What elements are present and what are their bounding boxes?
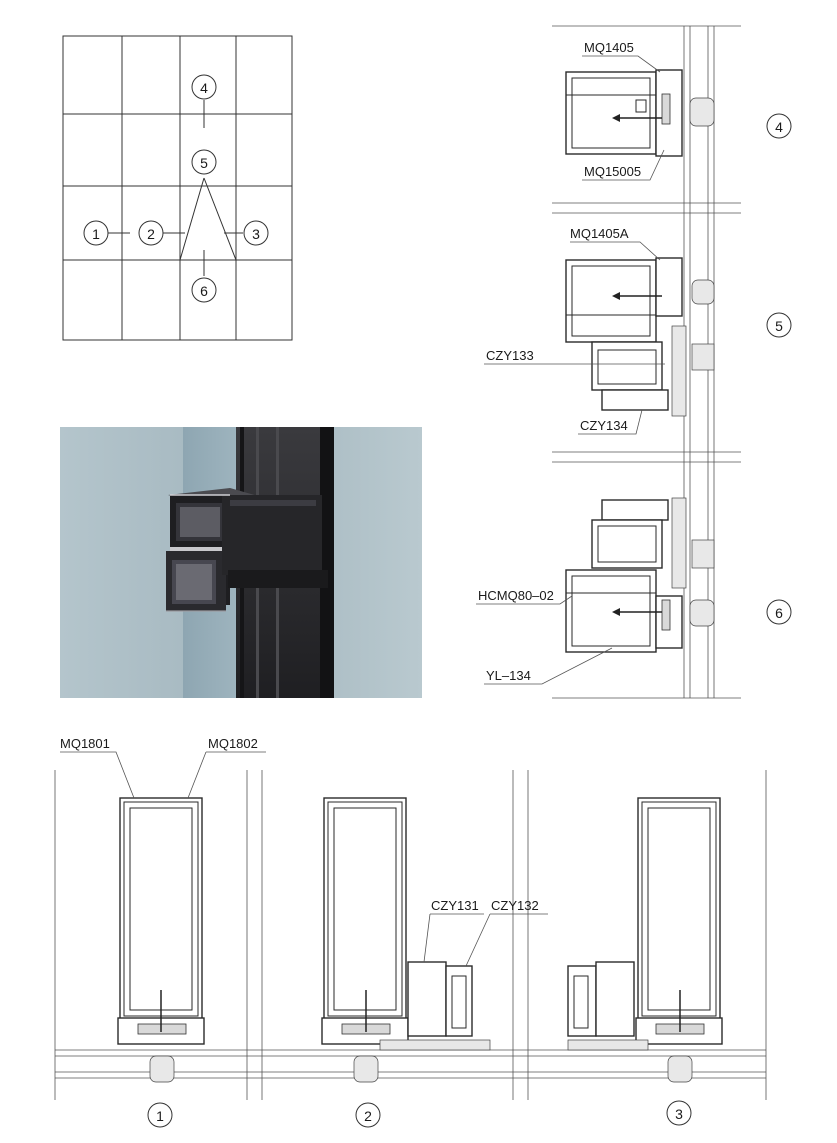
svg-text:6: 6 [775,605,783,621]
svg-text:1: 1 [156,1108,164,1124]
section-marker-6: 6 [766,599,792,625]
svg-text:3: 3 [252,226,260,242]
svg-text:1: 1 [92,226,100,242]
svg-text:2: 2 [147,226,155,242]
label-hcmq80-02: HCMQ80–02 [478,588,554,603]
section-marker-5: 5 [766,312,792,338]
label-czy132: CZY132 [491,898,539,913]
elevation-marker-1: 1 [83,220,109,246]
section-6-profile [565,497,715,653]
svg-text:4: 4 [200,80,208,96]
svg-text:2: 2 [364,1108,372,1124]
label-czy133: CZY133 [486,348,534,363]
plan-3-mullion [567,797,723,1083]
plan-details [54,751,767,1100]
elevation-grid [62,35,293,341]
label-mq1801: MQ1801 [60,736,110,751]
plan-marker-2: 2 [355,1102,381,1128]
plan-1-mullion [117,797,205,1083]
svg-text:6: 6 [200,283,208,299]
label-mq1405a: MQ1405A [570,226,629,241]
svg-text:5: 5 [200,155,208,171]
plan-marker-3: 3 [666,1100,692,1126]
plan-marker-1: 1 [147,1102,173,1128]
section-details [476,25,741,699]
elevation-marker-2: 2 [138,220,164,246]
label-czy131: CZY131 [431,898,479,913]
elevation-marker-3: 3 [243,220,269,246]
section-5-profile [565,257,715,417]
svg-text:4: 4 [775,119,783,135]
plan-2-mullion [321,797,491,1083]
label-mq1802: MQ1802 [208,736,258,751]
elevation-marker-6: 6 [191,277,217,303]
elevation-marker-4: 4 [191,74,217,100]
section-marker-4: 4 [766,113,792,139]
section-4-profile [565,69,715,157]
label-yl-134: YL–134 [486,668,531,683]
label-mq1405: MQ1405 [584,40,634,55]
svg-text:3: 3 [675,1106,683,1122]
elevation-marker-5: 5 [191,149,217,175]
svg-text:5: 5 [775,318,783,334]
label-czy134: CZY134 [580,418,628,433]
label-mq15005: MQ15005 [584,164,641,179]
profile-render-image [60,427,422,698]
